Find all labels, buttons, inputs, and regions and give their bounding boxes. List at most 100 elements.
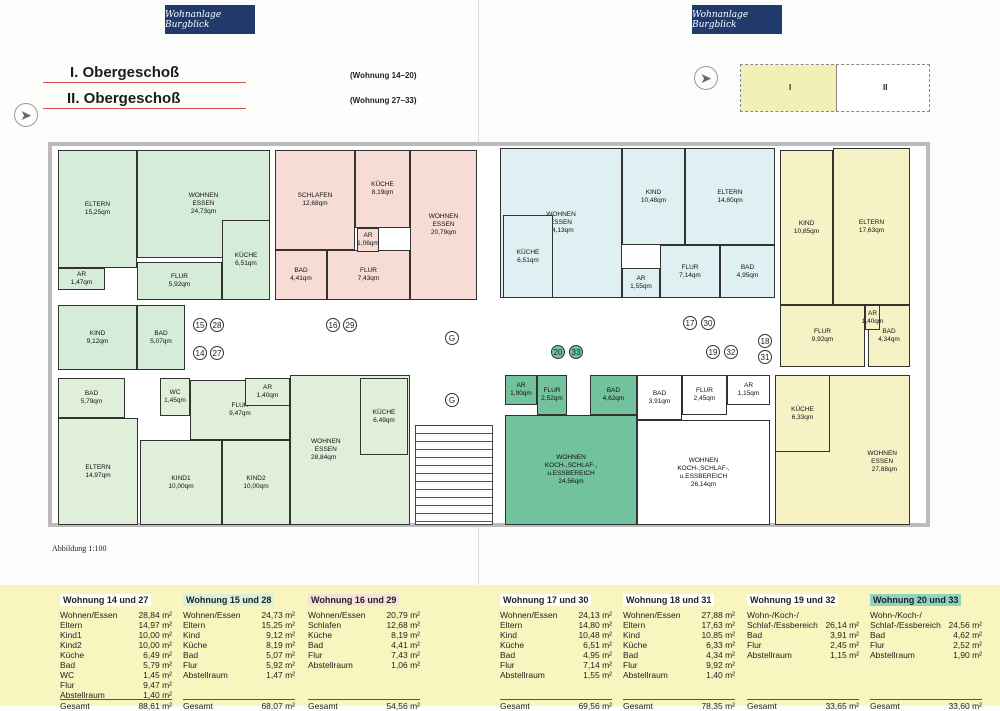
room-area: 7,43 m² xyxy=(391,650,420,660)
room-area: 10,00qm xyxy=(243,482,269,490)
room-label: Wohn-/Koch-/ xyxy=(747,610,799,620)
room-area: 17,63 m² xyxy=(701,620,735,630)
minimap-highlight xyxy=(741,65,837,111)
room-area: 9,47 m² xyxy=(143,680,172,690)
room-name: AR xyxy=(516,382,526,389)
room-area: 6,51qm xyxy=(517,256,539,264)
room-label: Wohnen/Essen xyxy=(623,610,681,620)
room-area: 1,15 m² xyxy=(830,650,859,660)
room-area: 15,25qm xyxy=(84,209,111,216)
room-label: Abstellraum xyxy=(183,670,228,680)
room-area: 1,90qm xyxy=(510,390,532,397)
room-name: WOHNEN ESSEN xyxy=(311,438,341,453)
entrance-marker: 17 xyxy=(683,316,697,330)
room-name: BAD xyxy=(740,263,755,271)
room-area: 10,85 m² xyxy=(701,630,735,640)
room-area: 14,80 m² xyxy=(578,620,612,630)
total-value: 88,61 m² xyxy=(138,701,172,711)
room-area: 9,92qm xyxy=(811,336,834,343)
room-name: FLUR xyxy=(171,273,188,280)
room-name: FLUR xyxy=(696,387,713,394)
room-area: 2,45 m² xyxy=(830,640,859,650)
room-label: Flur xyxy=(183,660,198,670)
entrance-marker: 18 xyxy=(758,334,772,348)
room-area: 10,00 m² xyxy=(138,630,172,640)
room-label: Küche xyxy=(60,650,85,660)
room-name: KÜCHE xyxy=(791,405,814,413)
room-area: 1,55qm xyxy=(630,283,652,290)
room-name: ELTERN xyxy=(84,201,111,208)
room-label: Kind xyxy=(623,630,641,640)
room-name: WOHNEN ESSEN xyxy=(867,450,897,465)
room-area: 14,80qm xyxy=(717,196,743,204)
room-area: 4,62 m² xyxy=(953,630,982,640)
room-name: KIND2 xyxy=(246,474,266,482)
room-name: ELTERN xyxy=(858,218,885,226)
brand-logo-text: Wohnanlage Burgblick xyxy=(165,9,222,30)
brand-logo: Wohnanlage Burgblick xyxy=(165,5,255,34)
room-area: 26,14 m² xyxy=(825,620,859,630)
room-name: BAD xyxy=(294,267,308,274)
room-label: Abstellraum xyxy=(308,660,353,670)
room-name: BAD xyxy=(84,390,99,397)
room-label: Küche xyxy=(623,640,648,650)
room-area: 26,14qm xyxy=(690,480,717,488)
room-area: 6,51qm xyxy=(235,260,257,267)
room-area: 24,13qm xyxy=(548,227,574,234)
room-name: WOHNEN ESSEN xyxy=(188,192,219,207)
area-table-title: Wohnung 20 und 33 xyxy=(870,594,962,606)
room-name: AR xyxy=(636,275,646,282)
title-underline xyxy=(43,82,246,83)
room-area: 4,62qm xyxy=(602,395,625,402)
room-label: Flur xyxy=(870,640,885,650)
room-label: Bad xyxy=(183,650,199,660)
room-label: Bad xyxy=(308,640,324,650)
room-area: 5,92 m² xyxy=(266,660,295,670)
room-name: KÜCHE xyxy=(372,408,396,416)
room-area: 10,48 m² xyxy=(578,630,612,640)
room-name: BAD xyxy=(606,387,621,394)
room-name: KÜCHE xyxy=(234,252,258,259)
room-area: 3,91qm xyxy=(648,397,671,405)
room-label: Abstellraum xyxy=(623,670,668,680)
room-area: 6,33qm xyxy=(791,413,814,421)
entrance-marker: 33 xyxy=(569,345,583,359)
room-area: 5,92qm xyxy=(168,281,191,288)
area-row: Wohn-/Koch-/ xyxy=(747,610,859,620)
room-area: 4,95qm xyxy=(736,271,759,279)
room-name: WC xyxy=(169,389,181,396)
room-label: Flur xyxy=(747,640,762,650)
